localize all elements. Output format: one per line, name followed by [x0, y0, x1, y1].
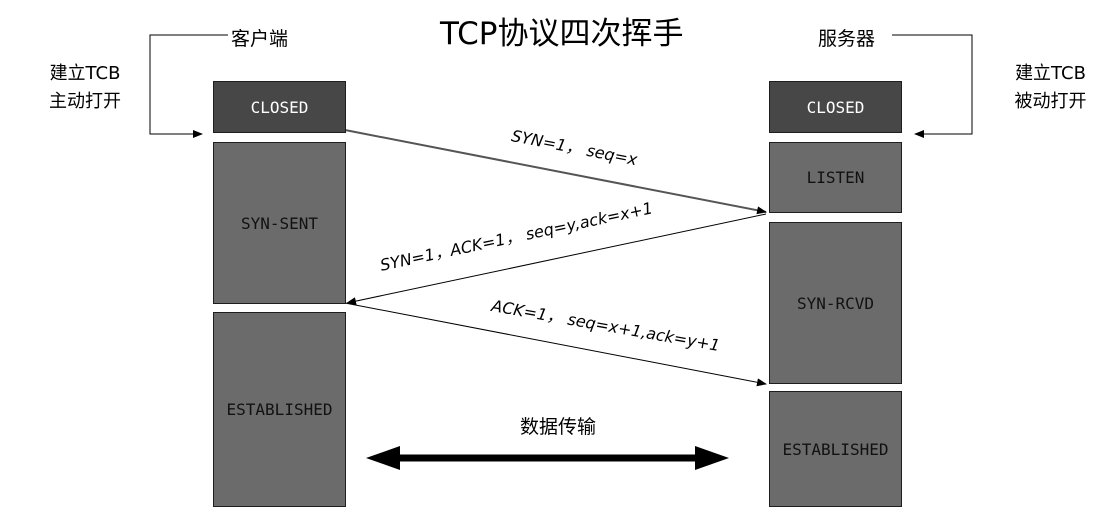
diagram-title: TCP协议四次挥手: [440, 16, 684, 52]
data-transfer-arrow-left-head: [366, 446, 400, 470]
client-state-established: ESTABLISHED: [213, 312, 346, 507]
ack-arrow: [344, 302, 767, 387]
syn-arrow: [344, 129, 767, 215]
server-state-established: ESTABLISHED: [769, 391, 902, 507]
server-note: 建立TCB 被动打开: [1003, 60, 1098, 116]
client-state-syn-sent: SYN-SENT: [213, 142, 346, 304]
syn-ack-arrow: [346, 213, 767, 306]
client-note: 建立TCB 主动打开: [40, 60, 130, 116]
server-state-syn-rcvd: SYN-RCVD: [769, 222, 902, 384]
client-note-line1: 建立TCB: [49, 63, 121, 84]
server-bracket-line: [892, 34, 973, 138]
client-label: 客户端: [231, 28, 289, 50]
data-transfer-arrow-right-head: [695, 446, 729, 470]
data-transfer-label: 数据传输: [520, 416, 597, 438]
client-note-line2: 主动打开: [49, 91, 121, 112]
server-note-line1: 建立TCB: [1015, 63, 1086, 84]
server-note-line2: 被动打开: [1014, 91, 1087, 112]
client-bracket-line: [149, 34, 228, 138]
client-state-closed: CLOSED: [213, 81, 346, 133]
server-state-closed: CLOSED: [769, 81, 902, 133]
server-label: 服务器: [818, 28, 876, 50]
server-state-listen: LISTEN: [769, 142, 902, 213]
